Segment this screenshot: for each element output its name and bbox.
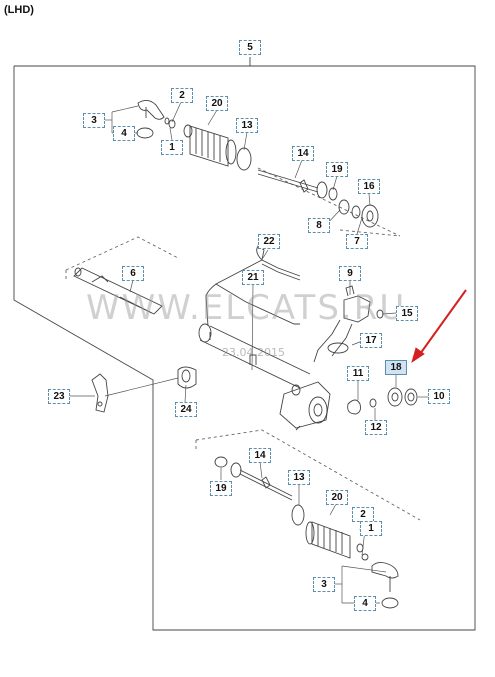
callout-10[interactable]: 10 bbox=[428, 389, 450, 404]
outline-lower-tie-rod bbox=[195, 429, 421, 521]
pinion-seals bbox=[347, 387, 418, 415]
callout-2[interactable]: 2 bbox=[171, 88, 193, 103]
callout-11[interactable]: 11 bbox=[347, 366, 369, 381]
lower-inner-tie-rod bbox=[230, 462, 293, 501]
callout-19[interactable]: 19 bbox=[326, 162, 348, 177]
callout-7[interactable]: 7 bbox=[346, 234, 368, 249]
callout-16[interactable]: 16 bbox=[358, 179, 380, 194]
upper-tie-rod-end bbox=[136, 100, 176, 139]
assembly-frame bbox=[13, 65, 476, 631]
outline-upper-left bbox=[339, 229, 401, 237]
callout-3[interactable]: 3 bbox=[83, 113, 105, 128]
callout-21[interactable]: 21 bbox=[242, 270, 264, 285]
callout-18[interactable]: 18 bbox=[385, 360, 407, 375]
lower-clamp bbox=[291, 504, 305, 526]
highlight-arrow bbox=[411, 289, 467, 364]
callout-9[interactable]: 9 bbox=[339, 266, 361, 281]
callout-17[interactable]: 17 bbox=[360, 333, 382, 348]
lower-nut bbox=[356, 543, 364, 553]
upper-boot bbox=[183, 124, 237, 167]
callout-14[interactable]: 14 bbox=[292, 146, 314, 161]
watermark-text: WWW.ELCATS.RU bbox=[86, 288, 407, 328]
callout-5[interactable]: 5 bbox=[239, 40, 261, 55]
callout-20-lower[interactable]: 20 bbox=[326, 490, 348, 505]
callout-13[interactable]: 13 bbox=[236, 118, 258, 133]
upper-seal bbox=[338, 199, 350, 215]
diagram-title: (LHD) bbox=[4, 4, 34, 16]
callout-3-lower[interactable]: 3 bbox=[313, 577, 335, 592]
upper-inner-tie-rod bbox=[257, 169, 328, 199]
callout-1-lower[interactable]: 1 bbox=[360, 521, 382, 536]
valve-o-ring bbox=[327, 342, 349, 354]
callout-22[interactable]: 22 bbox=[258, 234, 280, 249]
mount-bush bbox=[177, 366, 197, 389]
watermark-date: 23.04.2015 bbox=[222, 346, 285, 359]
callout-19-lower[interactable]: 19 bbox=[210, 481, 232, 496]
hydraulic-pipes bbox=[205, 245, 301, 327]
callout-12[interactable]: 12 bbox=[365, 420, 387, 435]
callout-13-lower[interactable]: 13 bbox=[288, 470, 310, 485]
upper-washer bbox=[328, 187, 338, 201]
callout-14-lower[interactable]: 14 bbox=[249, 448, 271, 463]
callout-23[interactable]: 23 bbox=[48, 389, 70, 404]
callout-20[interactable]: 20 bbox=[206, 96, 228, 111]
outline-upper-tie-rod bbox=[257, 167, 401, 237]
upper-ring bbox=[351, 205, 361, 219]
gear-housing bbox=[279, 381, 331, 431]
callout-2-lower[interactable]: 2 bbox=[352, 507, 374, 522]
callout-24[interactable]: 24 bbox=[175, 402, 197, 417]
lower-lock-nut bbox=[361, 553, 369, 561]
lower-boot bbox=[305, 521, 351, 559]
upper-clamp bbox=[236, 147, 252, 171]
outline-rack-housing bbox=[65, 236, 179, 271]
rack-housing-tube bbox=[198, 323, 311, 389]
rack-bar bbox=[73, 267, 163, 315]
callout-8[interactable]: 8 bbox=[308, 218, 330, 233]
valve-body bbox=[313, 285, 384, 363]
callout-4-lower[interactable]: 4 bbox=[354, 596, 376, 611]
callout-1[interactable]: 1 bbox=[161, 140, 183, 155]
callout-6[interactable]: 6 bbox=[122, 266, 144, 281]
upper-bush bbox=[361, 204, 379, 228]
lower-washer bbox=[214, 456, 228, 468]
callout-4[interactable]: 4 bbox=[113, 126, 135, 141]
mount-bracket bbox=[91, 373, 109, 413]
lower-tie-rod-end bbox=[371, 561, 399, 609]
callout-15[interactable]: 15 bbox=[396, 306, 418, 321]
